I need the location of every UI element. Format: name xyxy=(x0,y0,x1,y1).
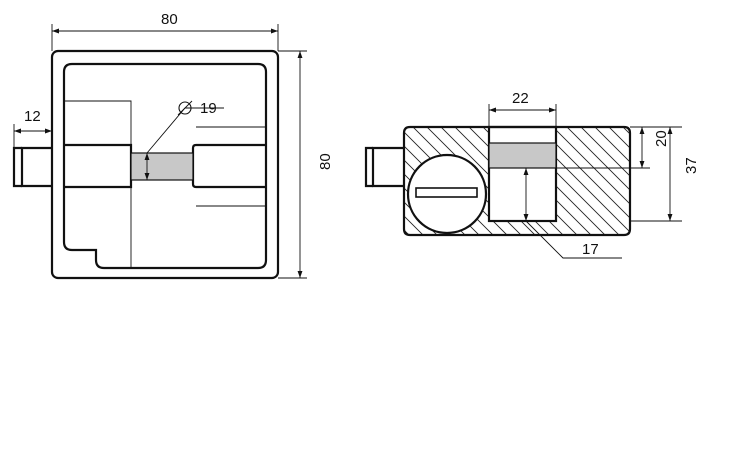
hatch-line xyxy=(545,127,630,235)
hatch-line xyxy=(629,127,630,235)
front-outer-frame xyxy=(50,49,280,280)
dim-pin-length: 12 xyxy=(24,108,41,125)
front-inner-cavity xyxy=(62,62,268,270)
pin-left-head xyxy=(12,146,22,188)
pin-left xyxy=(20,146,52,188)
hatch-line xyxy=(672,120,730,240)
dim-section-bottom: 17 xyxy=(582,241,599,258)
diameter-slash xyxy=(177,100,193,116)
dim-bore-diameter: 19 xyxy=(200,100,217,117)
section-body-outline xyxy=(402,125,632,237)
right-clamp-block xyxy=(191,143,266,189)
diameter-symbol-icon xyxy=(178,101,192,115)
hatch-line xyxy=(404,127,429,235)
leader-outline-left xyxy=(64,100,132,268)
hatch-line xyxy=(559,127,630,235)
hatch-line xyxy=(615,127,630,235)
dim-section-top-width: 22 xyxy=(512,90,529,107)
hatch-line xyxy=(587,127,630,235)
front-view: 80 80 12 19 xyxy=(12,11,334,280)
hatch-line xyxy=(601,127,630,235)
dim-section-height: 37 xyxy=(683,157,700,174)
round-insert-slot xyxy=(415,187,478,198)
dim-front-height: 80 xyxy=(317,153,334,170)
dim-front-width: 80 xyxy=(161,11,178,28)
section-view: 22 20 37 17 xyxy=(280,90,730,259)
section-cavity xyxy=(487,125,558,223)
hatch-line xyxy=(700,120,730,240)
dim-section-depth: 20 xyxy=(653,130,670,147)
leader-section-bottom xyxy=(525,220,622,259)
hatch-line xyxy=(280,120,400,240)
gray-specimen-section xyxy=(488,142,557,169)
pin-section xyxy=(371,146,404,188)
hatch-line xyxy=(573,127,630,235)
pin-section-head xyxy=(364,146,373,188)
left-clamp-block xyxy=(64,143,133,189)
hatch-line xyxy=(404,127,415,235)
hatch-line xyxy=(686,120,730,240)
gray-specimen-front xyxy=(130,152,194,181)
hatch-line xyxy=(714,120,730,240)
